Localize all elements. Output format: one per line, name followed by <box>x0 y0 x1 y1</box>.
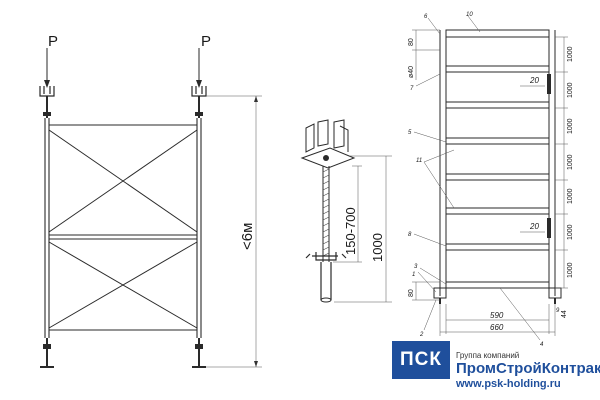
rung-5 <box>445 173 550 181</box>
side-valve-upper <box>547 74 551 94</box>
rung-4 <box>445 137 550 145</box>
ladder-drawing: 80 ø40 80 1000 1000 1000 1000 1000 1000 … <box>408 12 574 348</box>
callout-4: 4 <box>540 342 544 348</box>
callout-7-leader <box>415 73 441 87</box>
jack-range-label: 150-700 <box>343 207 358 255</box>
callout-4-leader <box>499 287 541 341</box>
callout-5: 5 <box>408 130 412 136</box>
rung-1 <box>445 29 550 38</box>
lad-side-dim-6: 1000 <box>567 224 574 240</box>
jack-thread <box>322 168 330 257</box>
lad-right-44: 44 <box>561 310 568 318</box>
jack-fork-side <box>339 125 349 152</box>
lad-dim-80-top-label: 80 <box>408 38 415 46</box>
lad-width-inner: 590 <box>490 311 504 320</box>
callout-3-leader <box>419 267 447 285</box>
height-arrow-top <box>254 96 258 102</box>
lad-dim-20b: 20 <box>529 222 539 231</box>
load-label-left: P <box>48 33 58 50</box>
callout-11: 11 <box>416 158 422 164</box>
callout-8-leader <box>413 233 447 247</box>
rung-8 <box>445 281 550 289</box>
lad-side-dim-5: 1000 <box>567 188 574 204</box>
lad-dim-d40-label: ø40 <box>408 66 415 78</box>
height-label: <6м <box>239 223 256 250</box>
jack-fork-left <box>305 123 315 153</box>
rung-7 <box>445 243 550 251</box>
load-label-right: P <box>201 33 211 50</box>
top-nut-left <box>43 112 51 116</box>
callout-6: 6 <box>424 14 428 20</box>
company-url[interactable]: www.psk-holding.ru <box>456 378 561 390</box>
callout-1-leader <box>417 271 437 293</box>
lad-dim-80-bottom-label: 80 <box>408 289 415 297</box>
load-arrowhead-left <box>44 80 50 88</box>
callout-10-leader <box>467 15 481 33</box>
jack-fork-right <box>333 119 345 149</box>
jack-wing-nut <box>305 252 347 261</box>
callout-11-leader-a <box>423 149 455 163</box>
jack-tube-end <box>320 297 332 303</box>
callout-5-leader <box>413 131 447 143</box>
company-name: ПромСтройКонтракт <box>456 360 600 377</box>
lad-side-dim-7: 1000 <box>567 262 574 278</box>
lad-side-dim-2: 1000 <box>567 82 574 98</box>
lad-dim-20a: 20 <box>529 76 539 85</box>
jack-fork-back <box>317 119 329 147</box>
rung-6 <box>445 207 550 215</box>
callout-2-leader <box>423 299 437 331</box>
callout-6-leader <box>427 17 441 35</box>
lad-width-outer: 660 <box>490 323 504 332</box>
jack-plate-hole <box>323 155 329 161</box>
callout-9: 9 <box>556 308 560 314</box>
callout-7: 7 <box>410 86 414 92</box>
callout-3: 3 <box>414 264 418 270</box>
callout-10: 10 <box>466 12 473 18</box>
jack-plate <box>300 147 356 169</box>
company-logo-mark: ПСК <box>392 341 450 379</box>
side-valve-lower <box>547 218 551 238</box>
scaffold-frame: P P <box>39 33 262 368</box>
lad-side-dim-3: 1000 <box>567 118 574 134</box>
screw-jack: 150-700 1000 <box>300 119 392 303</box>
lad-side-dim-4: 1000 <box>567 154 574 170</box>
callout-1: 1 <box>412 272 415 278</box>
company-group-caption: Группа компаний <box>456 351 520 360</box>
callout-2: 2 <box>419 332 424 338</box>
load-arrowhead-right <box>196 80 202 88</box>
rung-2 <box>445 65 550 73</box>
callout-8: 8 <box>408 232 412 238</box>
bottom-nut-right <box>195 344 203 349</box>
bottom-nut-left <box>43 344 51 349</box>
top-nut-right <box>195 112 203 116</box>
brace-lower-b <box>48 241 198 329</box>
brace-upper-b <box>48 129 198 233</box>
jack-total-label: 1000 <box>370 233 385 262</box>
height-arrow-bottom <box>254 361 258 367</box>
callout-11-leader-b <box>423 161 455 209</box>
lad-side-dim-1: 1000 <box>567 46 574 62</box>
rung-3 <box>445 101 550 109</box>
